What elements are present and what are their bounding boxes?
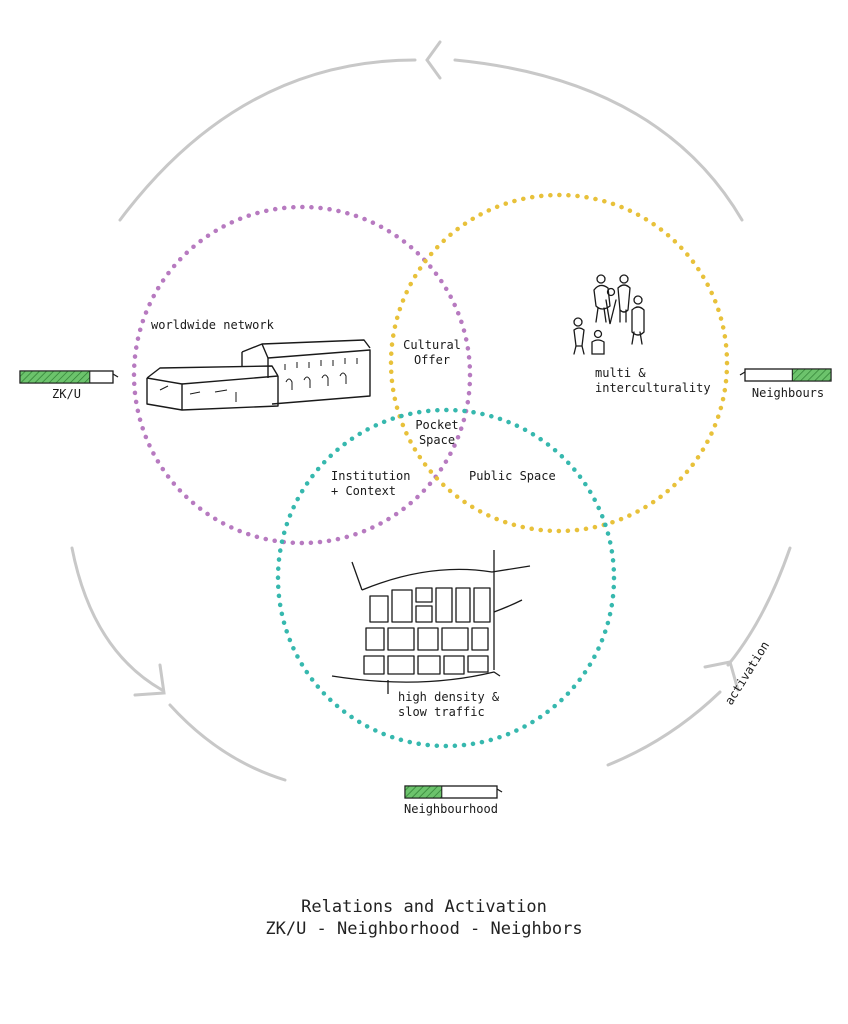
pocket-space-label: Pocket Space [415,418,459,447]
zku-bar [19,370,119,384]
zku-circle [131,204,473,546]
building-sketch [146,339,371,411]
cultural-offer-label: Cultural Offer [403,338,461,367]
cycle-arrowhead-right [703,660,740,692]
activation-cycle [70,40,792,782]
institution-context-label: Institution + Context [331,469,411,498]
zku-bar-label: ZK/U [52,387,81,401]
cycle-arc-bottom-lower-left [168,703,287,782]
neighbours-bar-label: Neighbours [751,386,825,400]
neighbourhood-bar [404,785,503,799]
cycle-arc-top-right [453,58,744,222]
caption-title: Relations and Activation [301,897,547,917]
multi-interculturality-label: multi & interculturality [595,366,711,395]
cycle-arc-bottom-right [726,546,792,667]
worldwide-network-label: worldwide network [151,318,274,332]
city-map-sketch [331,550,531,694]
neighbours-bar-fill [791,368,832,382]
neighbours-circle [388,192,730,534]
cycle-arc-bottom-left [70,546,164,692]
cycle-arrowhead-left [133,663,166,697]
neighbours-bar-tip [739,371,746,376]
neighbourhood-bar-label: Neighbourhood [404,802,498,816]
zku-bar-tip [112,373,119,378]
neighbourhood-bar-tip [496,788,503,793]
high-density-label: high density & slow traffic [398,690,500,719]
zku-bar-fill [19,370,91,384]
cycle-arc-top-left [118,58,417,222]
cycle-arrowhead-top [425,40,442,80]
people-sketch [573,274,645,355]
public-space-label: Public Space [469,469,556,483]
neighbourhood-circle [275,407,617,749]
neighbourhood-bar-fill [404,785,443,799]
caption-subtitle: ZK/U - Neighborhood - Neighbors [265,919,583,939]
neighbours-bar [739,368,832,382]
cycle-arc-bottom-lower-right [606,690,722,767]
